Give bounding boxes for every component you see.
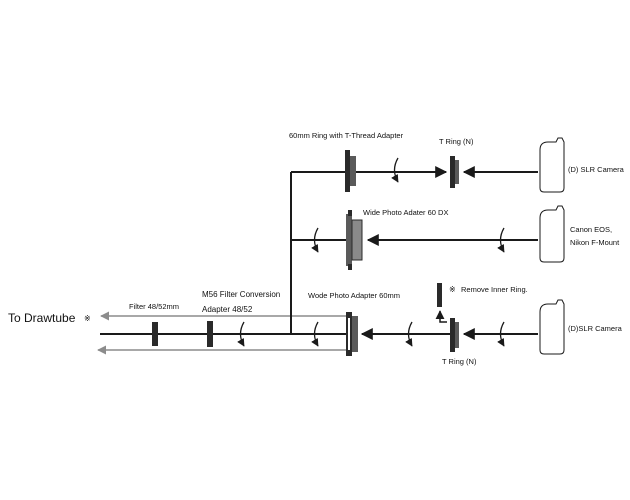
camera-icon <box>539 299 565 355</box>
camera-icon <box>539 137 565 193</box>
label-m56-line2: Adapter 48/52 <box>202 305 253 314</box>
label-to-drawtube-mark: ※ <box>84 314 91 323</box>
inner-ring-removed <box>435 283 447 323</box>
filter-48-52-part <box>152 322 158 346</box>
label-wode-adapter: Wode Photo Adapter 60mm <box>308 291 400 300</box>
label-dslr-bottom: (D)SLR Camera <box>568 324 623 333</box>
label-ring-60mm: 60mm Ring with T-Thread Adapter <box>289 131 404 140</box>
label-canon-line2: Nikon F-Mount <box>570 238 620 247</box>
label-t-ring-top: T Ring (N) <box>439 137 474 146</box>
m56-adapter-icon <box>207 321 213 347</box>
wide-photo-adapter-dx-part <box>346 210 363 270</box>
inner-ring-icon <box>437 283 442 307</box>
t-ring-bottom-part <box>450 318 459 352</box>
rotate-icon <box>391 157 399 183</box>
camera-icon <box>539 205 565 263</box>
ring-60mm-part <box>345 150 356 192</box>
label-m56-line1: M56 Filter Conversion <box>202 290 280 299</box>
label-remove-inner-ring: Remove Inner Ring. <box>461 285 528 294</box>
label-to-drawtube: To Drawtube <box>8 311 76 325</box>
t-ring-top-part <box>450 156 459 188</box>
label-remove-mark: ※ <box>449 285 456 294</box>
remove-arrow-icon <box>435 310 447 323</box>
label-canon-line1: Canon EOS, <box>570 225 612 234</box>
label-t-ring-bottom: T Ring (N) <box>442 357 477 366</box>
rotate-icon <box>237 321 245 347</box>
bottom-assembly-line <box>97 171 350 355</box>
label-wide-adapter-dx: Wide Photo Adater 60 DX <box>363 208 448 217</box>
label-filter: Filter 48/52mm <box>129 302 179 311</box>
wode-photo-adapter-part <box>346 312 358 356</box>
filter-icon <box>152 322 158 346</box>
rotate-icon <box>311 227 319 253</box>
m56-adapter-part <box>207 321 213 347</box>
rotate-icon <box>311 321 319 347</box>
label-dslr-top: (D) SLR Camera <box>568 165 625 174</box>
